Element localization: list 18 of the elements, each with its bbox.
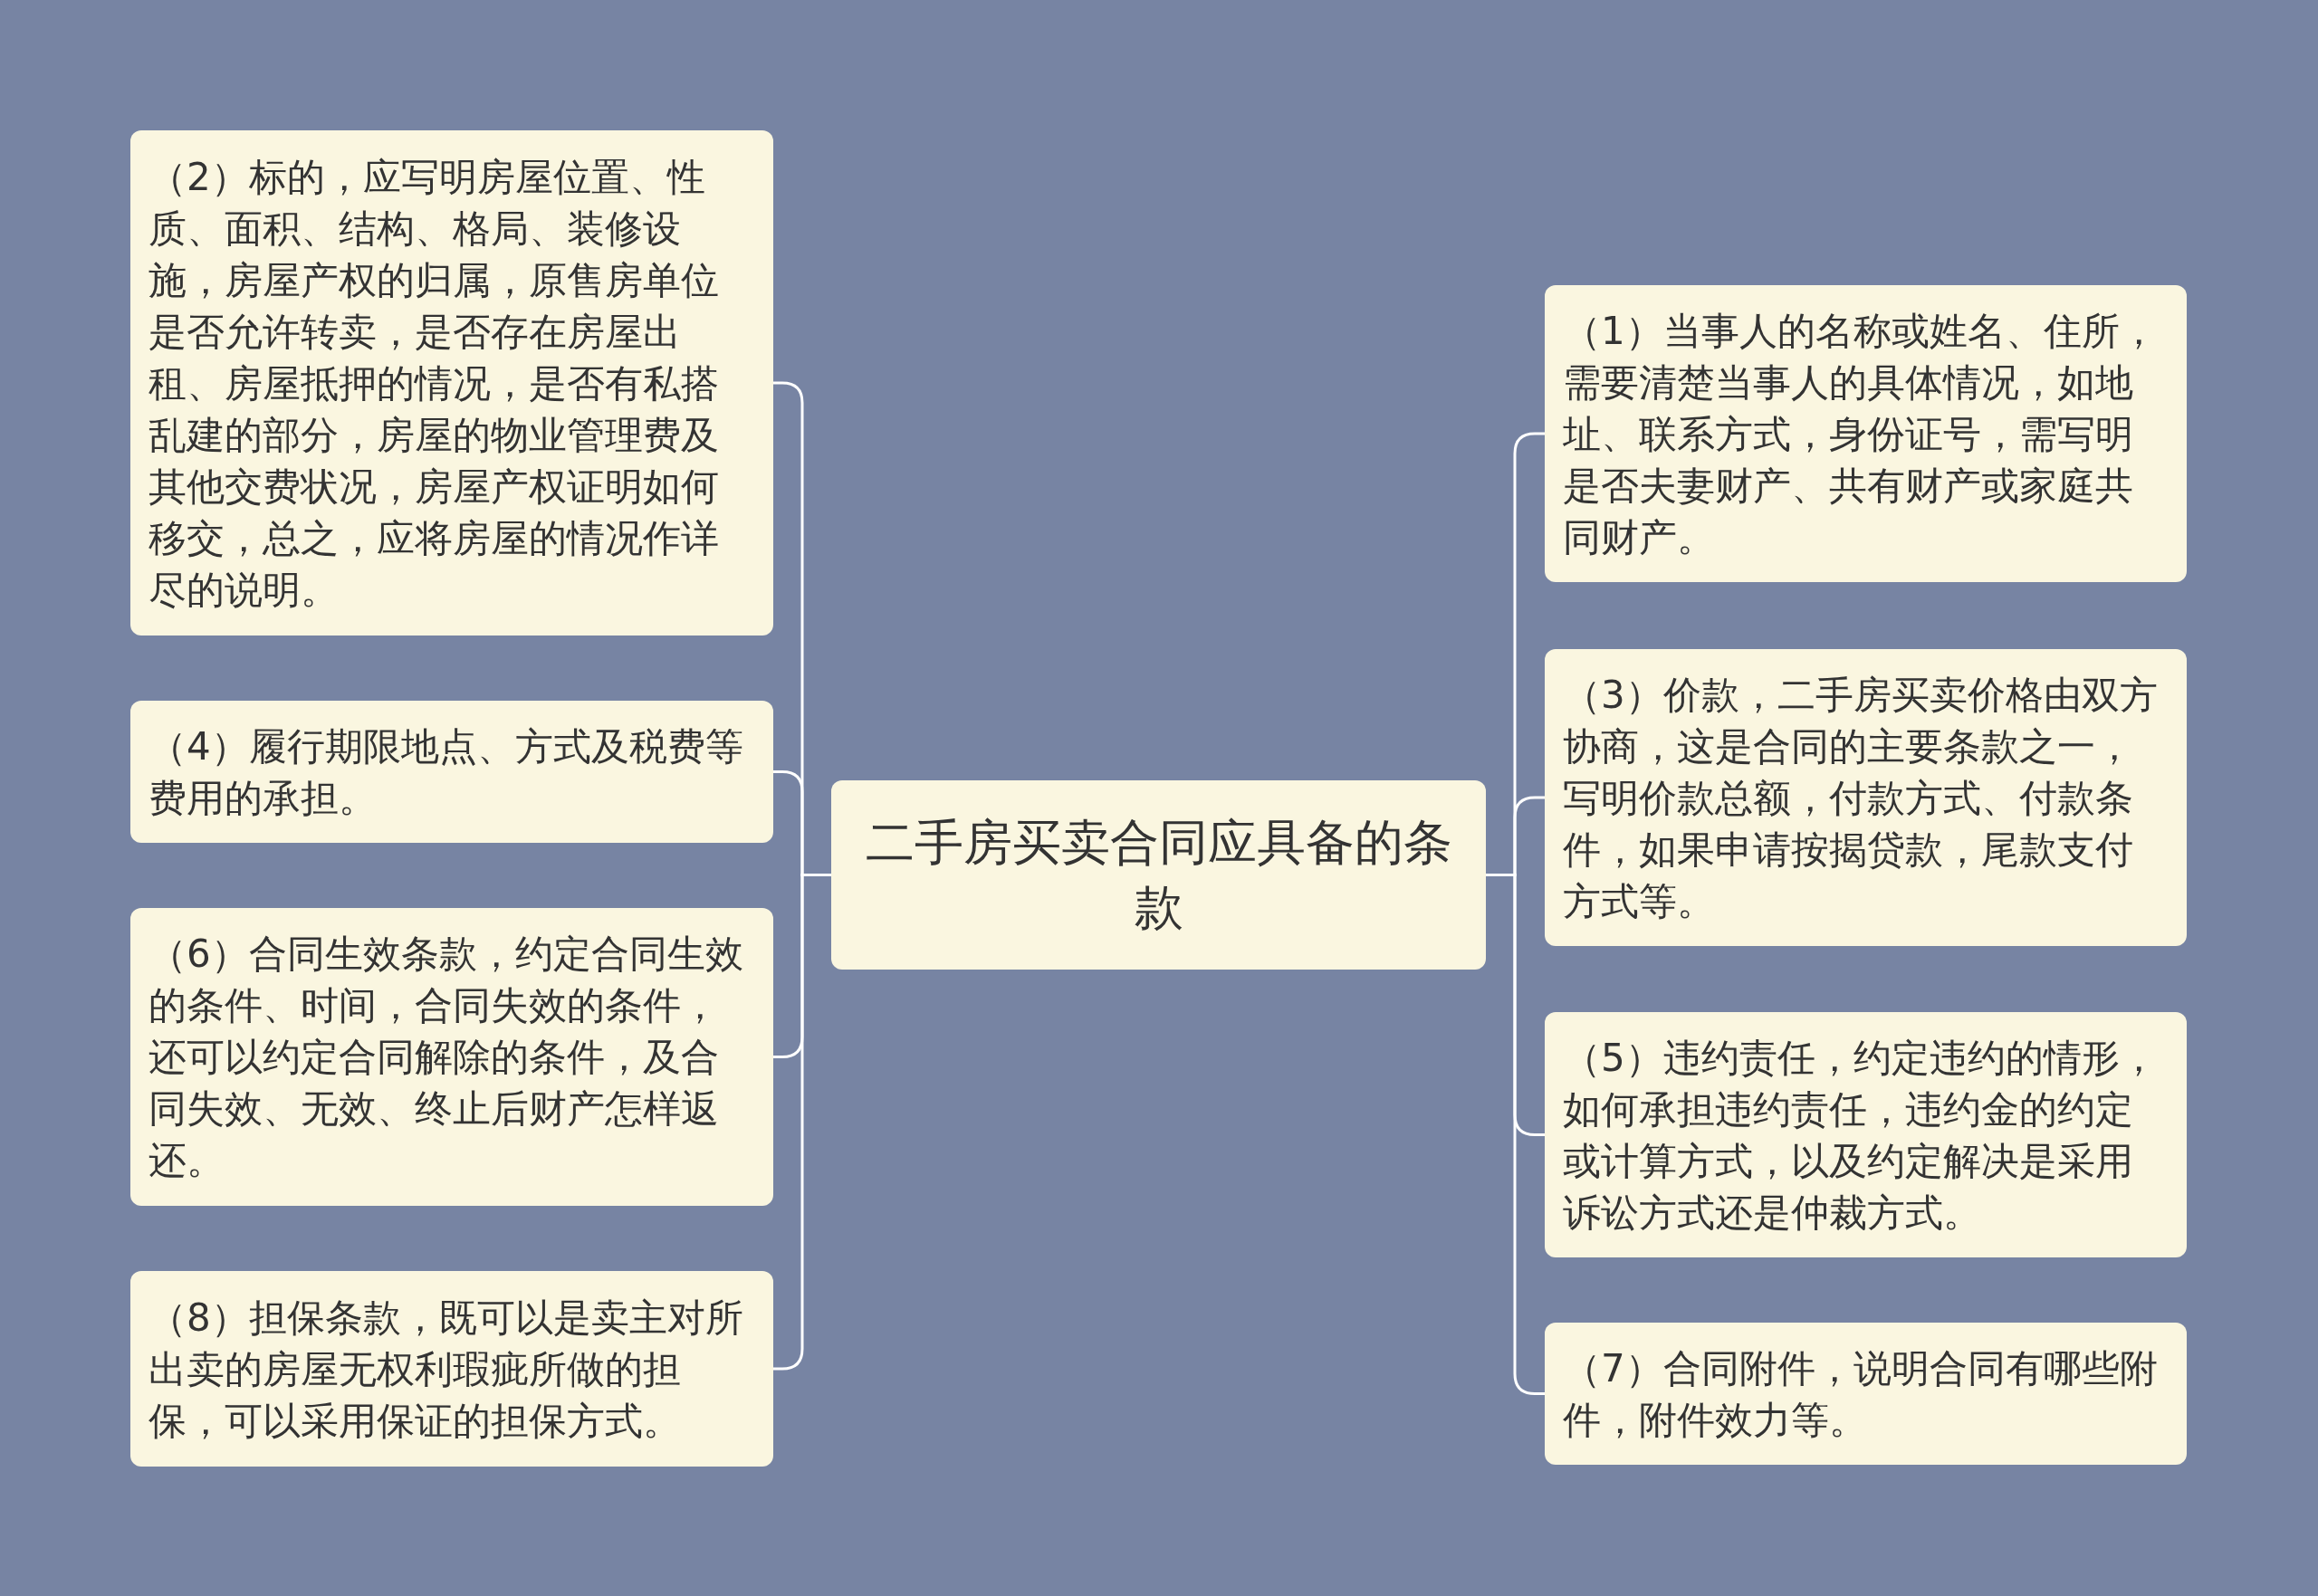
subtopic-text: （6）合同生效条款，约定合同生效的条件、时间，合同失效的条件，还可以约定合同解除的条件，及合同失效、无效、终止后财产怎样返还。 (148, 931, 744, 1184)
subtopic-text: （1）当事人的名称或姓名、住所，需要清楚当事人的具体情况，如地址、联系方式，身份证号，需写明是否夫妻财产、共有财产或家庭共同财产。 (1563, 307, 2159, 561)
subtopic-box (130, 130, 773, 636)
subtopic-text: （3）价款，二手房买卖价格由双方协商，这是合同的主要条款之一，写明价款总额，付款方式、付款条件，如果申请按揭贷款，尾款支付方式等。 (1563, 671, 2159, 925)
subtopic-box (1545, 649, 2187, 946)
subtopic-box (1545, 1323, 2187, 1465)
subtopic-text: （4）履行期限地点、方式及税费等费用的承担。 (148, 722, 744, 822)
subtopic-box (1545, 285, 2187, 582)
subtopic-text: （7）合同附件，说明合同有哪些附件，附件效力等。 (1563, 1344, 2159, 1444)
subtopic-text: （8）担保条款，既可以是卖主对所出卖的房屋无权利瑕疵所做的担保，可以采用保证的担保方式。 (148, 1294, 744, 1445)
subtopic-text: （2）标的，应写明房屋位置、性质、面积、结构、格局、装修设施，房屋产权的归属，原售房单位是否允许转卖，是否存在房屋出租、房屋抵押的情况，是否有私搭乱建的部分，房屋的物业管理费及其他交费状况，房屋产权证明如何移交，总之，应将房屋的情况作详尽的说明。 (148, 153, 720, 614)
topic-box (831, 780, 1486, 970)
subtopic-text: （5）违约责任，约定违约的情形，如何承担违约责任，违约金的约定或计算方式，以及约定解决是采用诉讼方式还是仲裁方式。 (1563, 1034, 2159, 1237)
subtopic-box (1545, 1012, 2187, 1257)
subtopic-box (130, 908, 773, 1206)
subtopic-box (130, 701, 773, 843)
subtopic-box (130, 1271, 773, 1467)
topic-text: 二手房买卖合同应具备的条款 (864, 812, 1453, 938)
